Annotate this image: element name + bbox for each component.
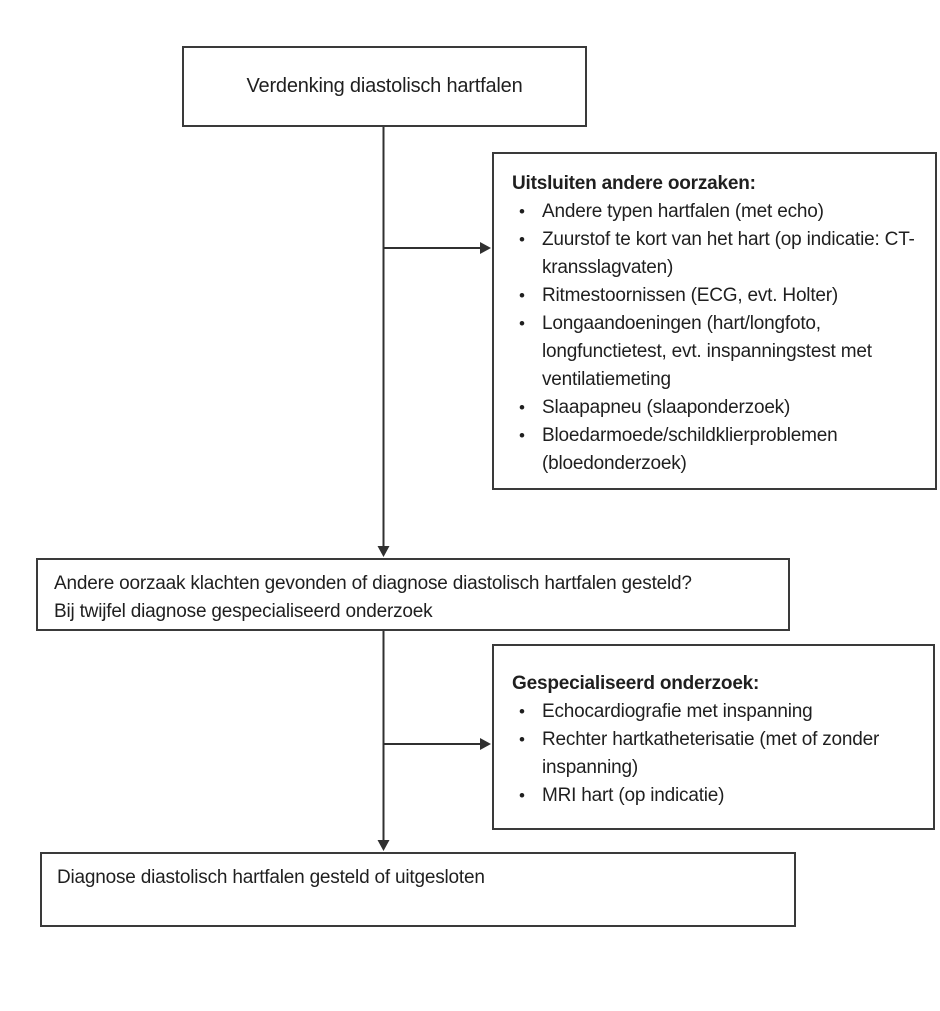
list-item: • Longaandoeningen (hart/longfoto, longf…	[512, 310, 929, 394]
list-item: • MRI hart (op indicatie)	[512, 782, 893, 810]
bullet-icon: •	[519, 286, 525, 305]
list-item-text: Echocardiografie met inspanning	[542, 701, 813, 722]
bullet-icon: •	[519, 786, 525, 805]
list-item-text: Zuurstof te kort van het hart (op indica…	[542, 229, 915, 278]
list-item-text: Longaandoeningen (hart/longfoto, longfun…	[542, 313, 872, 390]
decision-box: Andere oorzaak klachten gevonden of diag…	[36, 558, 790, 631]
bullet-icon: •	[519, 398, 525, 417]
arrowhead-right-icon	[480, 242, 491, 254]
result-box: Diagnose diastolisch hartfalen gesteld o…	[40, 852, 796, 927]
list-item: • Slaapapneu (slaaponderzoek)	[512, 394, 929, 422]
bullet-icon: •	[519, 230, 525, 249]
list-item: • Andere typen hartfalen (met echo)	[512, 198, 929, 226]
result-box-text: Diagnose diastolisch hartfalen gesteld o…	[57, 867, 485, 888]
list-item-text: Slaapapneu (slaaponderzoek)	[542, 397, 791, 418]
list-item-text: Ritmestoornissen (ECG, evt. Holter)	[542, 285, 839, 306]
list-item-text: Bloedarmoede/schildklierproblemen (bloed…	[542, 425, 838, 474]
list-item: • Echocardiografie met inspanning	[512, 698, 893, 726]
exclude-causes-box: Uitsluiten andere oorzaken: • Andere typ…	[492, 152, 937, 490]
suspicion-box: Verdenking diastolisch hartfalen	[182, 46, 587, 127]
decision-box-line1: Andere oorzaak klachten gevonden of diag…	[54, 573, 692, 594]
list-item-text: Rechter hartkatheterisatie (met of zonde…	[542, 729, 880, 778]
list-item: • Ritmestoornissen (ECG, evt. Holter)	[512, 282, 929, 310]
decision-box-line2: Bij twijfel diagnose gespecialiseerd ond…	[54, 601, 433, 622]
specialized-exam-heading: Gespecialiseerd onderzoek:	[512, 673, 760, 694]
list-item: • Bloedarmoede/schildklierproblemen (blo…	[512, 422, 929, 478]
bullet-icon: •	[519, 202, 525, 221]
list-item-text: Andere typen hartfalen (met echo)	[542, 201, 824, 222]
exclude-causes-heading: Uitsluiten andere oorzaken:	[512, 173, 756, 194]
bullet-icon: •	[519, 314, 525, 333]
list-item: • Zuurstof te kort van het hart (op indi…	[512, 226, 929, 282]
list-item-text: MRI hart (op indicatie)	[542, 785, 725, 806]
list-item: • Rechter hartkatheterisatie (met of zon…	[512, 726, 893, 782]
arrowhead-right-icon	[480, 738, 491, 750]
arrowhead-down-icon	[377, 546, 390, 557]
bullet-icon: •	[519, 730, 525, 749]
bullet-icon: •	[519, 426, 525, 445]
bullet-icon: •	[519, 702, 525, 721]
suspicion-box-text: Verdenking diastolisch hartfalen	[246, 75, 523, 97]
arrowhead-down-icon	[377, 840, 390, 851]
specialized-exam-box: Gespecialiseerd onderzoek: • Echocardiog…	[492, 644, 935, 830]
